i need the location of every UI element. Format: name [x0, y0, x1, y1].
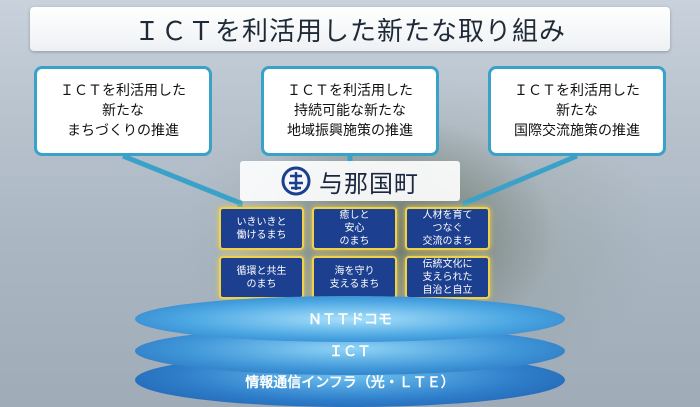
vision-cell-line: のまち: [339, 236, 370, 247]
vision-cell-line: 安心: [344, 223, 365, 234]
vision-cell-line: のまち: [246, 278, 277, 290]
goal-box-line: ＩＣＴを利活用した: [60, 83, 186, 99]
goal-box-regional-promotion: ＩＣＴを利活用した 持続可能な新たな 地域振興施策の推進: [261, 66, 439, 156]
vision-cell-line: 働けるまち: [236, 229, 287, 241]
vision-cell-line: 交流のまち: [422, 236, 473, 247]
goal-box-line: 新たな: [556, 103, 598, 119]
vision-cell: 癒しと 安心 のまち: [312, 207, 397, 250]
vision-cell-line: 支えられた: [422, 272, 473, 283]
layer-ict-label: ＩＣＴ: [329, 344, 371, 360]
goal-box-town-development: ＩＣＴを利活用した 新たな まちづくりの推進: [34, 66, 212, 156]
goal-box-line: 国際交流施策の推進: [514, 123, 640, 139]
vision-cell: いきいきと 働けるまち: [219, 207, 304, 250]
vision-cell-line: 循環と共生: [236, 265, 287, 277]
vision-cell: 循環と共生 のまち: [219, 256, 304, 299]
vision-cell-line: 海を守り: [334, 265, 375, 277]
vision-cell-line: いきいきと: [236, 216, 287, 228]
vision-cell-line: 癒しと: [339, 210, 370, 221]
vision-cell: 海を守り 支えるまち: [312, 256, 397, 299]
goal-box-line: 持続可能な新たな: [294, 103, 406, 119]
vision-cell-line: 伝統文化に: [422, 259, 473, 270]
town-emblem-icon: [281, 166, 311, 196]
layer-ntt-docomo: ＮＴＴドコモ: [135, 296, 565, 342]
vision-cell: 伝統文化に 支えられた 自治と自立: [405, 256, 490, 299]
goal-box-international-exchange: ＩＣＴを利活用した 新たな 国際交流施策の推進: [488, 66, 666, 156]
vision-grid: いきいきと 働けるまち 癒しと 安心 のまち 人材を育て つなぐ 交流のまち 循…: [213, 203, 496, 303]
goal-box-line: ＩＣＴを利活用した: [514, 83, 640, 99]
town-name: 与那国町: [319, 169, 419, 198]
goal-box-line: まちづくりの推進: [67, 123, 179, 139]
layer-infrastructure-label: 情報通信インフラ（光・ＬＴＥ）: [245, 375, 455, 391]
goal-box-line: 地域振興施策の推進: [287, 123, 413, 139]
page-title: ＩＣＴを利活用した新たな取り組み: [133, 16, 566, 47]
vision-cell: 人材を育て つなぐ 交流のまち: [405, 207, 490, 250]
vision-cell-line: 人材を育て: [422, 210, 473, 221]
layer-ntt-docomo-label: ＮＴＴドコモ: [308, 312, 392, 328]
vision-cell-line: 支えるまち: [329, 278, 380, 290]
vision-cell-line: 自治と自立: [422, 285, 473, 296]
vision-cell-line: つなぐ: [432, 223, 463, 234]
goal-box-line: 新たな: [102, 103, 144, 119]
town-label: 与那国町: [240, 161, 460, 201]
goal-box-line: ＩＣＴを利活用した: [287, 83, 413, 99]
title-bar: ＩＣＴを利活用した新たな取り組み: [30, 7, 670, 51]
